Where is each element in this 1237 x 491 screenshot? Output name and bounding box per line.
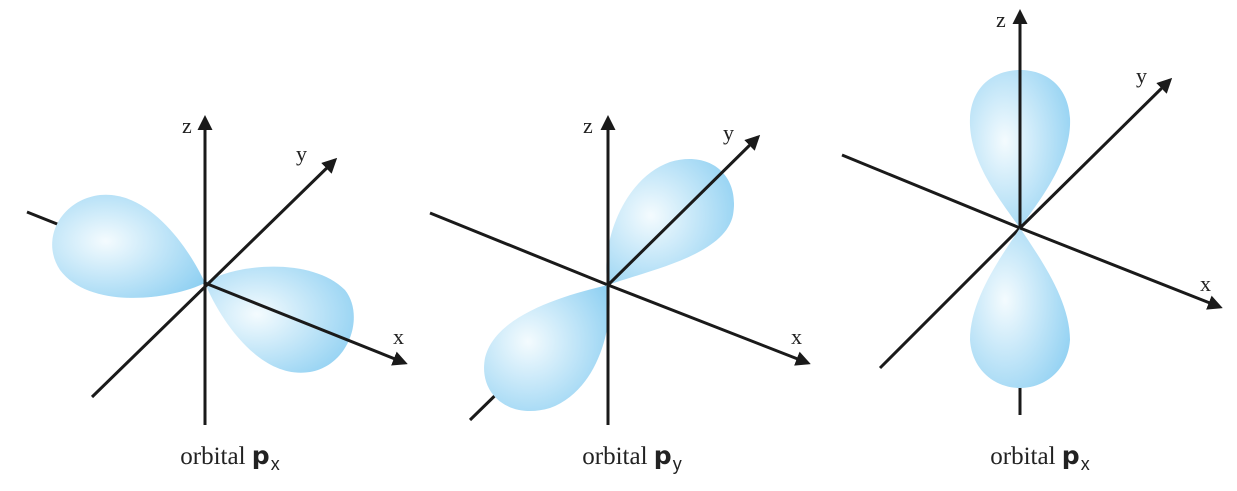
panel-1: z y x	[26, 113, 408, 425]
z-axis-label-1: z	[182, 113, 192, 138]
caption-prefix-2: orbital	[582, 443, 648, 470]
x-axis-back-2	[429, 211, 609, 287]
lobe-lower-3	[970, 228, 1070, 388]
lobe-back-1	[52, 194, 206, 298]
y-axis-1	[90, 157, 338, 399]
caption-1: orbital px	[110, 441, 350, 474]
x-axis-label-1: x	[393, 324, 404, 349]
caption-symbol-2: p	[653, 441, 672, 470]
panel-2: z y x	[429, 113, 811, 425]
y-axis-label-3: y	[1136, 63, 1147, 88]
z-axis-label-3: z	[996, 7, 1006, 32]
caption-3: orbital px	[920, 441, 1160, 474]
x-axis-front-3	[1019, 226, 1223, 310]
z-axis-label-2: z	[583, 113, 593, 138]
lobe-lower-2	[484, 285, 610, 412]
y-axis-label-2: y	[723, 120, 734, 145]
x-axis-label-2: x	[791, 324, 802, 349]
caption-subscript-2: y	[672, 454, 682, 474]
y-axis-label-1: y	[296, 141, 307, 166]
x-axis-back-3	[841, 153, 1021, 230]
panel-3: z y x	[841, 7, 1223, 415]
y-axis-front-2	[606, 134, 761, 287]
caption-symbol-3: p	[1061, 441, 1080, 470]
caption-symbol-1: p	[251, 441, 270, 470]
caption-2: orbital py	[512, 441, 752, 474]
x-axis-label-3: x	[1200, 271, 1211, 296]
caption-prefix-1: orbital	[180, 443, 246, 470]
caption-subscript-1: x	[270, 454, 280, 474]
y-axis-front-3	[1018, 77, 1173, 230]
caption-subscript-3: x	[1080, 454, 1090, 474]
x-axis-front-2	[607, 283, 811, 366]
x-axis-front-1	[204, 281, 408, 366]
y-axis-back-3	[878, 226, 1022, 370]
lobe-front-1	[205, 266, 354, 373]
caption-prefix-3: orbital	[990, 443, 1056, 470]
